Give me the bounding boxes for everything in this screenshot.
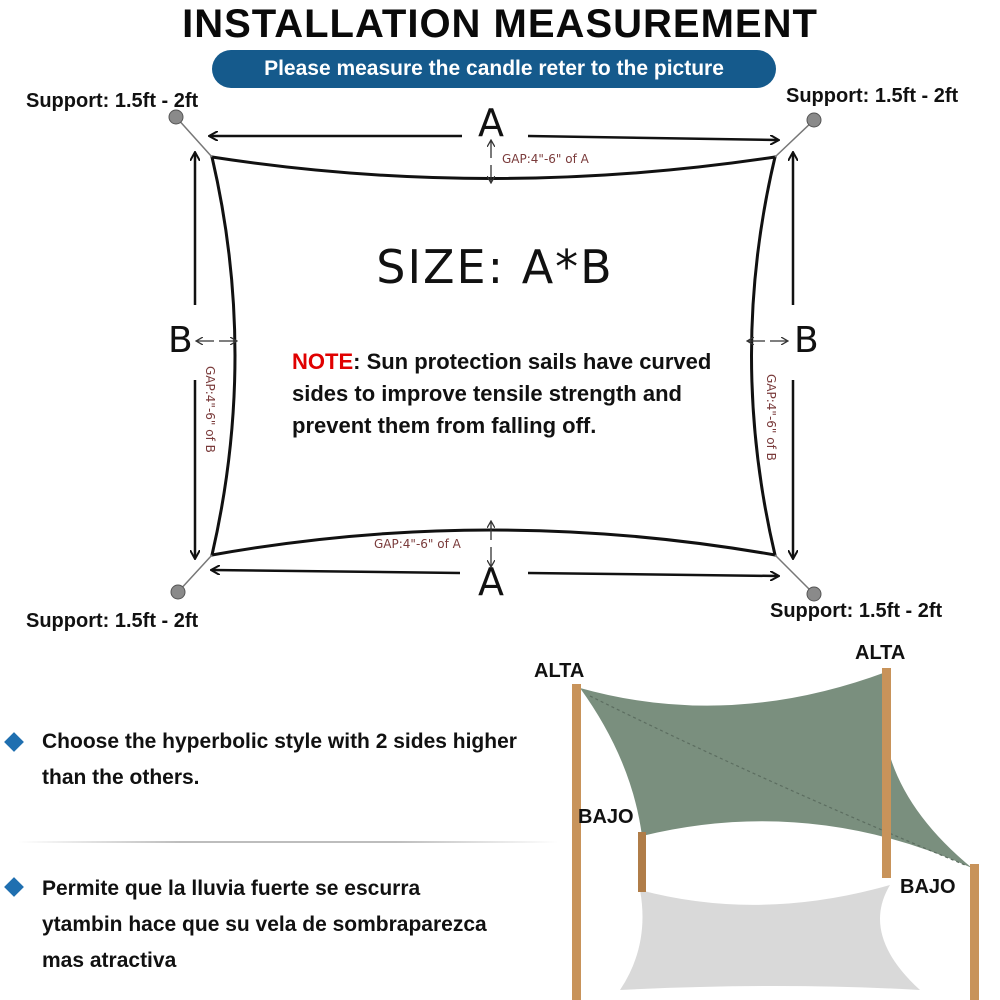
gap-label-a-bottom: GAP:4"-6" of A — [374, 537, 461, 551]
support-post-icon — [806, 586, 822, 602]
diamond-bullet-icon — [4, 877, 24, 897]
page-title: INSTALLATION MEASUREMENT — [182, 2, 818, 46]
instruction-banner: Please measure the candle reter to the p… — [212, 50, 776, 88]
dimension-b-right: B — [794, 320, 819, 361]
support-rope — [774, 119, 815, 158]
support-rope — [177, 554, 213, 593]
hyperbolic-sail-illustration — [572, 668, 979, 1000]
note-body: : Sun protection sails have curved sides… — [292, 349, 712, 438]
bullet-text: Permite que la lluvia fuerte se escurra … — [42, 877, 487, 972]
label-bajo-right: BAJO — [900, 876, 956, 898]
post-bajo-left — [638, 832, 646, 892]
support-post-icon — [170, 584, 186, 600]
note-keyword: NOTE — [292, 349, 354, 374]
support-rope — [175, 116, 213, 158]
dimension-b-left: B — [168, 320, 193, 361]
divider — [18, 841, 558, 843]
sail-fabric — [580, 672, 972, 868]
support-label-top-right: Support: 1.5ft - 2ft — [786, 85, 959, 107]
gap-label-b-left: GAP:4"-6" of B — [203, 366, 217, 453]
post-alta-right — [882, 668, 891, 878]
arrow-a-bottom-left — [212, 570, 461, 573]
support-post-icon — [806, 112, 822, 128]
sail-shadow — [620, 885, 920, 990]
label-alta-left: ALTA — [534, 660, 585, 682]
bullet-text: Choose the hyperbolic style with 2 sides… — [42, 730, 517, 789]
size-label: SIZE: A*B — [376, 240, 614, 294]
gap-label-b-right: GAP:4"-6" of B — [764, 374, 778, 461]
arrow-a-top-right — [527, 134, 778, 140]
support-post-icon — [168, 109, 184, 125]
measurement-diagram — [168, 109, 822, 602]
dimension-a-top: A — [478, 101, 504, 145]
support-label-bottom-right: Support: 1.5ft - 2ft — [770, 600, 943, 622]
label-bajo-left: BAJO — [578, 806, 634, 828]
post-alta-left — [572, 684, 581, 1000]
dimension-a-bottom: A — [478, 560, 504, 604]
label-alta-right: ALTA — [855, 642, 906, 664]
gap-label-a-top: GAP:4"-6" of A — [502, 152, 589, 166]
post-bajo-right — [970, 864, 979, 1000]
note-text: NOTE: Sun protection sails have curved s… — [292, 346, 752, 442]
diamond-bullet-icon — [4, 732, 24, 752]
support-rope — [774, 554, 815, 595]
support-label-top-left: Support: 1.5ft - 2ft — [26, 90, 199, 112]
arrow-a-bottom-right — [527, 573, 778, 576]
support-label-bottom-left: Support: 1.5ft - 2ft — [26, 610, 199, 632]
